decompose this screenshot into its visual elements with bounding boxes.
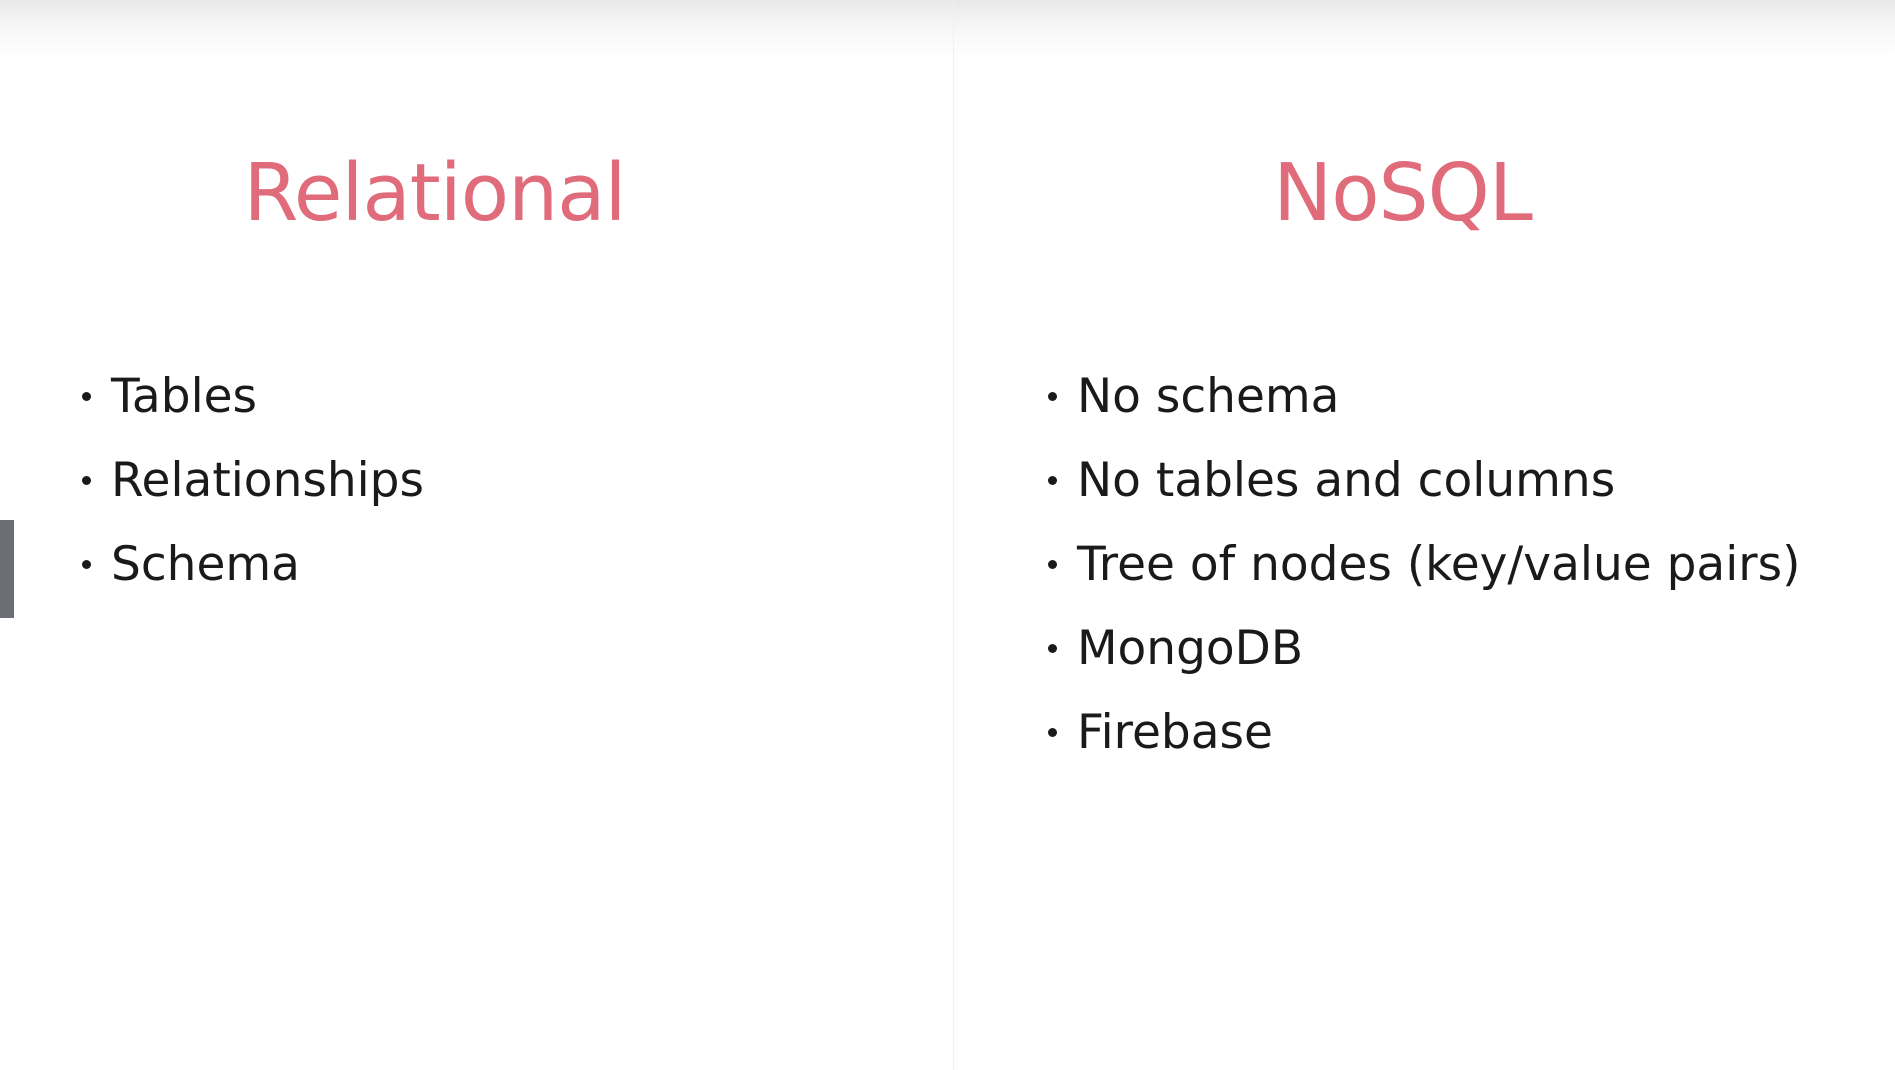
nosql-bullet-item: Firebase (1048, 690, 1800, 774)
nosql-column: NoSQL No schema No tables and columns Tr… (954, 0, 1895, 1070)
relational-column: Relational Tables Relationships Schema (82, 147, 627, 606)
bullet-text: Tables (111, 368, 258, 424)
bullet-text: Relationships (111, 452, 425, 508)
bullet-dot-icon (1048, 643, 1057, 653)
bullet-text: Tree of nodes (key/value pairs) (1077, 536, 1801, 592)
bullet-text: No schema (1077, 368, 1340, 424)
top-shadow (0, 0, 1895, 58)
nosql-bullet-item: No schema (1048, 354, 1800, 438)
bullet-dot-icon (1048, 475, 1057, 485)
bullet-text: MongoDB (1077, 620, 1304, 676)
nosql-bullet-item: Tree of nodes (key/value pairs) (1048, 522, 1800, 606)
relational-bullet-list: Tables Relationships Schema (82, 354, 424, 606)
bullet-dot-icon (1048, 727, 1057, 737)
bullet-text: Schema (111, 536, 300, 592)
relational-bullet-item: Schema (82, 522, 424, 606)
bullet-dot-icon (82, 475, 91, 485)
nosql-heading: NoSQL (1273, 147, 1533, 239)
nosql-bullet-list: No schema No tables and columns Tree of … (1048, 354, 1800, 774)
relational-bullet-item: Tables (82, 354, 424, 438)
nosql-bullet-item: No tables and columns (1048, 438, 1800, 522)
edge-scroll-handle[interactable] (0, 520, 14, 618)
relational-heading: Relational (243, 147, 627, 239)
relational-bullet-item: Relationships (82, 438, 424, 522)
nosql-bullet-item: MongoDB (1048, 606, 1800, 690)
column-divider (953, 0, 954, 1070)
bullet-dot-icon (82, 391, 91, 401)
bullet-text: No tables and columns (1077, 452, 1616, 508)
bullet-dot-icon (1048, 559, 1057, 569)
bullet-dot-icon (82, 559, 91, 569)
bullet-dot-icon (1048, 391, 1057, 401)
bullet-text: Firebase (1077, 704, 1273, 760)
